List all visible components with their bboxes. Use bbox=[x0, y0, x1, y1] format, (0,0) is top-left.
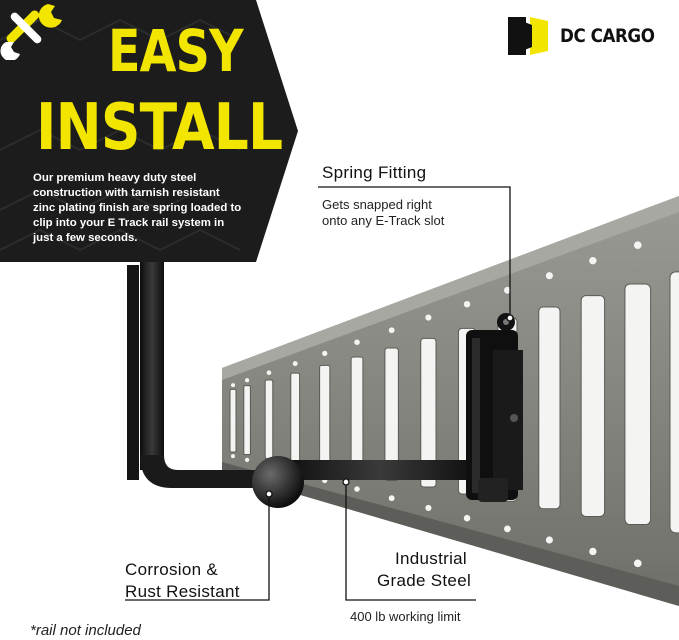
brand-name: DC CARGO bbox=[560, 25, 655, 47]
rail-hole bbox=[292, 361, 298, 367]
rail-slot bbox=[580, 295, 606, 518]
headline-install: INSTALL bbox=[36, 91, 283, 165]
rail-hole bbox=[354, 339, 360, 345]
rail-hole bbox=[545, 272, 553, 280]
rail-hole bbox=[463, 300, 471, 308]
callout-leaders bbox=[125, 186, 514, 601]
wrench-icon bbox=[0, 4, 62, 60]
rail-slot bbox=[319, 364, 331, 469]
rail-slot bbox=[420, 337, 437, 488]
rail-slot bbox=[243, 385, 251, 456]
rail-hole bbox=[545, 536, 553, 544]
rail-slot bbox=[350, 356, 364, 475]
rail-slot bbox=[669, 271, 679, 534]
rail-hole bbox=[463, 514, 471, 522]
rail-hole bbox=[266, 370, 272, 376]
rail-hole bbox=[388, 495, 395, 502]
banner-background bbox=[0, 0, 298, 262]
steel-title-2: Grade Steel bbox=[377, 571, 472, 590]
steel-subtitle: 400 lb working limit bbox=[350, 609, 461, 624]
spring-fitting-subtitle-1: Gets snapped right bbox=[322, 197, 432, 212]
headline-easy: EASY bbox=[108, 17, 244, 85]
rail-hole bbox=[425, 504, 432, 512]
corrosion-title-2: Rust Resistant bbox=[125, 582, 240, 601]
rail-hole bbox=[244, 378, 250, 383]
corrosion-title-1: Corrosion & bbox=[125, 560, 219, 579]
rail-hole bbox=[425, 314, 432, 321]
easy-install-banner: EASY INSTALL Our premium heavy duty stee… bbox=[0, 0, 300, 262]
rail-hole bbox=[231, 454, 235, 459]
banner-description: Our premium heavy duty steel constructio… bbox=[33, 172, 242, 244]
rail-hole bbox=[589, 256, 597, 265]
rail-hole bbox=[388, 327, 395, 334]
rail-slot bbox=[264, 379, 274, 459]
rail-hole bbox=[504, 525, 511, 533]
spring-fitting-subtitle-2: onto any E-Track slot bbox=[322, 213, 445, 228]
rail-hole bbox=[633, 559, 642, 568]
rail-slot bbox=[229, 388, 237, 453]
rail-slot bbox=[290, 372, 301, 464]
e-track-rail bbox=[222, 196, 679, 606]
brand-logo-icon bbox=[508, 17, 548, 55]
footnote: *rail not included bbox=[30, 622, 141, 639]
rail-hole bbox=[231, 383, 235, 388]
rail-slot bbox=[624, 283, 652, 526]
rail-hole bbox=[244, 457, 250, 463]
rail-slot bbox=[538, 306, 561, 510]
rail-hole bbox=[354, 486, 360, 492]
rail-hole bbox=[322, 350, 328, 357]
rail-hole bbox=[504, 286, 511, 294]
brand-logo: DC CARGO bbox=[508, 16, 667, 56]
steel-title-1: Industrial bbox=[395, 549, 467, 568]
spring-fitting-title: Spring Fitting bbox=[322, 163, 427, 182]
hook bbox=[127, 238, 523, 508]
rail-slot bbox=[384, 347, 399, 481]
rail-hole bbox=[589, 547, 597, 556]
rail-hole bbox=[633, 241, 642, 250]
